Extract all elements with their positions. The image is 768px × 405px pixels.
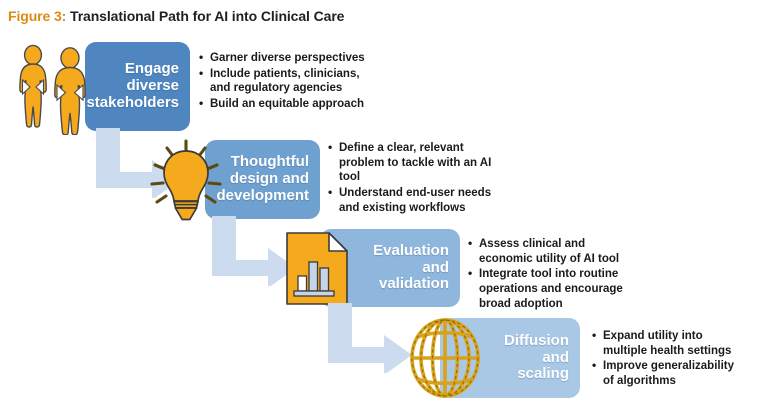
lightbulb-icon xyxy=(143,136,229,224)
bullet-list-engage-diverse-stakeholders: Garner diverse perspectives Include pati… xyxy=(199,50,439,113)
list-item: Include patients, clinicians, and regula… xyxy=(199,66,439,96)
connector-arrow-step3-to-step4 xyxy=(328,303,448,375)
bullet-list-thoughtful-design-and-development: Define a clear, relevant problem to tack… xyxy=(328,140,573,217)
list-item: Assess clinical and economic utility of … xyxy=(468,236,718,266)
step-title-engage-diverse-stakeholders: Engage diverse stakeholders xyxy=(86,60,179,111)
figure-number-label: Figure 3: xyxy=(8,8,67,24)
figure-caption-text: Translational Path for AI into Clinical … xyxy=(66,8,345,24)
step-box-thoughtful-design-and-development[interactable]: Thoughtful design and development xyxy=(205,140,320,219)
connector-arrow-step2-to-step3 xyxy=(212,216,332,288)
list-item: Expand utility into multiple health sett… xyxy=(592,328,768,358)
people-icon xyxy=(8,43,96,136)
step-title-diffusion-and-scaling: Diffusion and scaling xyxy=(504,331,569,383)
list-item: Understand end-user needs and existing w… xyxy=(328,185,573,215)
bullet-list-evaluation-and-validation: Assess clinical and economic utility of … xyxy=(468,236,718,313)
list-item: Integrate tool into routine operations a… xyxy=(468,266,718,311)
globe-icon xyxy=(404,316,486,400)
list-item: Define a clear, relevant problem to tack… xyxy=(328,140,573,185)
document-chart-icon xyxy=(285,231,351,306)
figure-title: Figure 3: Translational Path for AI into… xyxy=(8,8,344,24)
list-item: Improve generalizability of algorithms xyxy=(592,358,768,388)
list-item: Garner diverse perspectives xyxy=(199,50,439,66)
step-box-engage-diverse-stakeholders[interactable]: Engage diverse stakeholders xyxy=(85,42,190,131)
step-title-evaluation-and-validation: Evaluation and validation xyxy=(373,241,449,293)
step-title-thoughtful-design-and-development: Thoughtful design and development xyxy=(216,153,309,204)
list-item: Build an equitable approach xyxy=(199,96,439,112)
bullet-list-diffusion-and-scaling: Expand utility into multiple health sett… xyxy=(592,328,768,390)
